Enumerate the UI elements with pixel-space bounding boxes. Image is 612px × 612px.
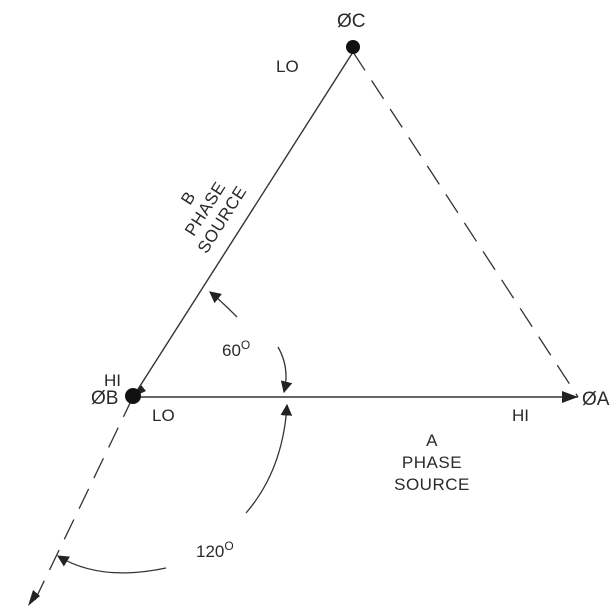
sixty-degree-arc-lower [277, 346, 293, 394]
svg-text:SOURCE: SOURCE [394, 475, 470, 494]
one-twenty-degree-arc-lower [57, 555, 167, 574]
c-lo-label: LO [276, 57, 299, 76]
b-phase-source-label: B PHASE SOURCE [177, 178, 250, 256]
svg-text:A: A [426, 431, 438, 450]
node-c-label: ØC [337, 11, 366, 32]
c-to-a-dashed-line [352, 51, 579, 398]
b-extension-arrowhead [28, 590, 40, 606]
node-b-label: ØB [91, 388, 118, 409]
a-phase-source-label: A PHASE SOURCE [394, 431, 470, 494]
one-twenty-degree-arc-upper [245, 403, 293, 514]
sixty-degree-label: 60O [222, 338, 250, 360]
node-c-dot [346, 40, 360, 54]
one-twenty-degree-label: 120O [196, 539, 234, 561]
sixty-degree-arc-upper [209, 291, 238, 318]
b-phase-source-line [132, 51, 354, 398]
a-phase-arrowhead [562, 391, 578, 403]
a-hi-label: HI [512, 406, 529, 425]
b-lo-label: LO [152, 406, 175, 425]
b-hi-label: HI [104, 371, 121, 390]
node-a-label: ØA [582, 389, 610, 410]
b-extension-dashed-line [34, 396, 134, 601]
node-b-dot [125, 388, 141, 404]
svg-text:PHASE: PHASE [402, 453, 462, 472]
